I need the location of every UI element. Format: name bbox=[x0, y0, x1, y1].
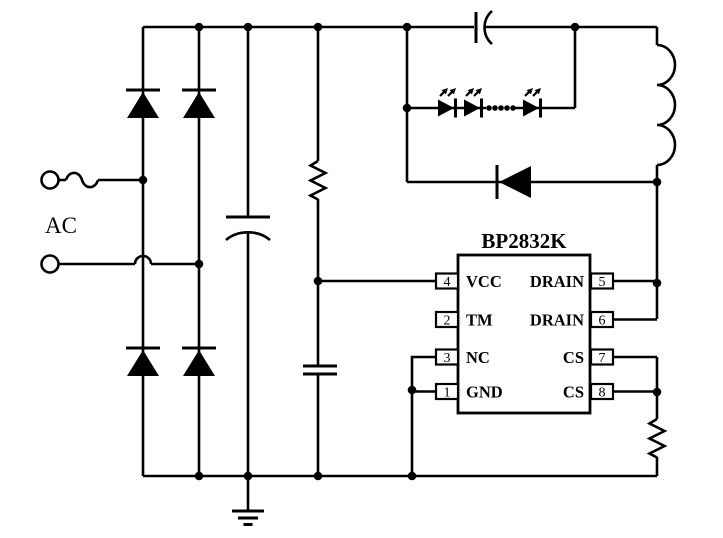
startup-resistor bbox=[307, 159, 329, 201]
ac-terminal-bottom bbox=[40, 254, 60, 274]
inductor-coil bbox=[656, 43, 677, 167]
ic-body bbox=[456, 253, 592, 415]
led-continuation-dots bbox=[486, 105, 516, 111]
pin-number-5: 5 bbox=[599, 275, 606, 290]
vcc-capacitor bbox=[303, 364, 337, 376]
pin-box-7 bbox=[589, 348, 615, 366]
freewheel-triangle bbox=[499, 166, 531, 198]
series-input-capacitor bbox=[474, 10, 493, 45]
pin-number-4: 4 bbox=[444, 275, 451, 290]
pin-label-cs-8: CS bbox=[563, 383, 584, 402]
bridge-diode-lower-left bbox=[126, 346, 160, 376]
pin-number-8: 8 bbox=[599, 386, 606, 401]
fuse-symbol bbox=[64, 171, 100, 189]
ground-symbol bbox=[232, 476, 264, 526]
bridge-diode-upper-left bbox=[126, 88, 160, 118]
series-cap-curved-plate bbox=[483, 10, 493, 45]
pin-label-vcc: VCC bbox=[466, 272, 502, 291]
junction-dots bbox=[138, 22, 662, 481]
pin-label-cs-7: CS bbox=[563, 348, 584, 367]
pin-box-6 bbox=[589, 310, 615, 329]
bulk-cap-curved-plate bbox=[225, 231, 271, 242]
pin-label-drain-5: DRAIN bbox=[530, 272, 584, 291]
pin-box-4 bbox=[434, 272, 460, 290]
pin-number-7: 7 bbox=[599, 351, 606, 366]
cs-resistor bbox=[646, 417, 668, 459]
bridge-diode-lower-right bbox=[182, 346, 216, 376]
led bbox=[464, 88, 483, 118]
pin-label-gnd: GND bbox=[466, 383, 503, 402]
ic-title: BP2832K bbox=[481, 229, 567, 253]
ic-bp2832k: BP2832K 4 2 3 1 5 6 7 8 VCC TM NC GND DR… bbox=[434, 229, 615, 415]
pin-label-drain-6: DRAIN bbox=[530, 311, 584, 330]
nc-gnd-wire bbox=[410, 355, 437, 476]
ac-terminal-top bbox=[40, 170, 60, 190]
pin-box-3 bbox=[434, 348, 460, 366]
ac-label: AC bbox=[45, 213, 77, 238]
pin-box-8 bbox=[589, 382, 615, 401]
led bbox=[523, 88, 542, 118]
pin-box-2 bbox=[434, 310, 460, 329]
pin-number-6: 6 bbox=[599, 314, 606, 329]
pin-label-nc: NC bbox=[466, 348, 490, 367]
pin-label-tm: TM bbox=[466, 311, 493, 330]
bulk-capacitor bbox=[225, 215, 271, 242]
bridge-rectifier bbox=[126, 88, 216, 376]
pin-box-5 bbox=[589, 272, 615, 290]
pin-number-2: 2 bbox=[444, 314, 451, 329]
bridge-diode-upper-right bbox=[182, 88, 216, 118]
freewheeling-diode bbox=[495, 165, 531, 199]
ac-input: AC bbox=[40, 170, 199, 274]
pin-box-1 bbox=[434, 382, 460, 401]
pin-number-3: 3 bbox=[444, 351, 451, 366]
wire-hop bbox=[133, 254, 153, 265]
pin-number-1: 1 bbox=[444, 386, 451, 401]
led-string bbox=[438, 88, 542, 118]
led bbox=[438, 88, 457, 118]
